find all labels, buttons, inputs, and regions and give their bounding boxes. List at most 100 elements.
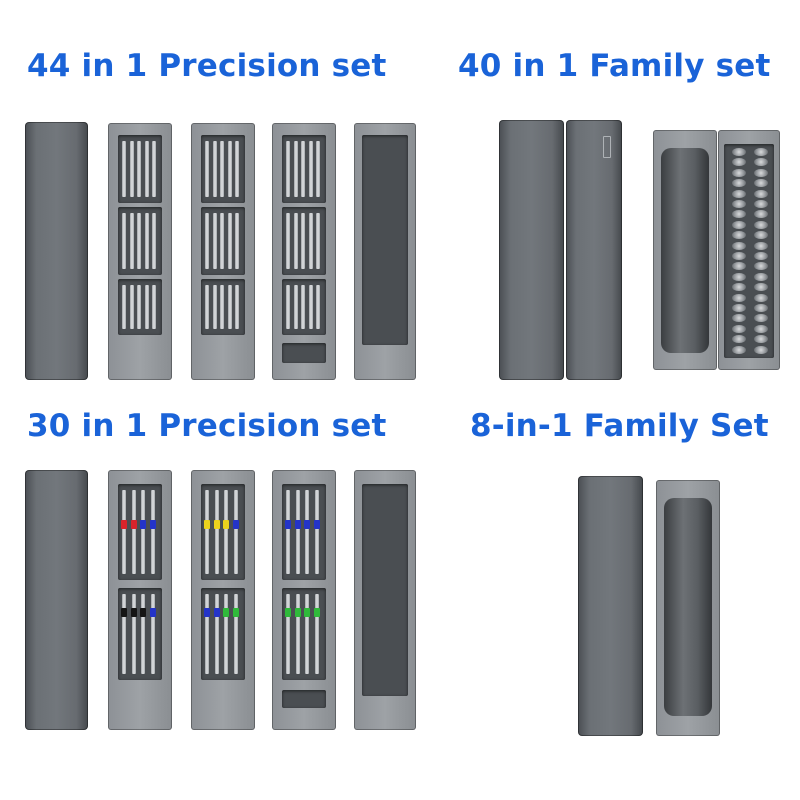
- screwdriver-bit: [205, 490, 209, 574]
- screwdriver-bit: [227, 141, 232, 197]
- screwdriver-bit: [227, 285, 232, 329]
- bit-socket: [754, 220, 768, 229]
- bit-socket: [732, 231, 746, 240]
- color-ring: [204, 520, 210, 529]
- screwdriver-bit: [122, 213, 126, 269]
- screwdriver-bit: [224, 594, 228, 674]
- screwdriver-bit: [205, 213, 209, 269]
- screwdriver-bit: [286, 213, 290, 269]
- aluminum-case-top: [566, 120, 622, 380]
- color-ring: [313, 608, 320, 617]
- bit-socket: [732, 179, 746, 188]
- screwdriver-bit: [205, 594, 209, 674]
- color-ring: [232, 520, 239, 529]
- screwdriver-bit: [129, 141, 134, 197]
- screwdriver-bit: [137, 141, 142, 197]
- bit-socket: [754, 200, 768, 208]
- bit-socket: [754, 293, 768, 302]
- screwdriver-bit: [122, 285, 126, 329]
- bit-socket: [754, 345, 768, 354]
- color-ring: [149, 608, 156, 617]
- bit-tray: [191, 123, 255, 380]
- bit-socket: [754, 210, 768, 219]
- bit-tray: [272, 470, 336, 730]
- bit-socket: [754, 272, 768, 281]
- screwdriver-bit: [212, 285, 217, 329]
- bit-socket: [732, 200, 746, 208]
- screwdriver-bit: [235, 285, 240, 329]
- screwdriver-bit: [220, 285, 225, 329]
- screwdriver-bit: [314, 490, 319, 574]
- screwdriver-handle: [661, 148, 709, 353]
- bit-socket: [732, 304, 746, 312]
- screwdriver-bit: [144, 285, 149, 329]
- screwdriver-bit: [131, 594, 136, 674]
- screwdriver-bit: [150, 490, 155, 574]
- screwdriver-bit: [301, 213, 306, 269]
- color-ring: [130, 520, 137, 529]
- bit-socket: [754, 283, 768, 292]
- color-ring: [304, 608, 310, 617]
- bit-tray: [272, 123, 336, 380]
- bit-tray: [108, 123, 172, 380]
- screwdriver-bit: [129, 213, 134, 269]
- screwdriver-bit: [141, 594, 145, 674]
- bit-socket: [732, 210, 746, 219]
- heading-8-in-1-family-set: 8-in-1 Family Set: [470, 408, 769, 444]
- screwdriver-bit: [295, 490, 300, 574]
- bit-socket: [732, 345, 746, 354]
- aluminum-case-bottom: [499, 120, 564, 380]
- bit-socket: [732, 241, 746, 250]
- color-ring: [294, 520, 301, 529]
- color-ring: [213, 520, 220, 529]
- screwdriver-bit: [316, 141, 321, 197]
- bit-socket: [754, 231, 768, 240]
- heading-44-in-1-precision-set: 44 in 1 Precision set: [27, 48, 387, 84]
- screwdriver-tray: [354, 123, 416, 380]
- screwdriver-bit: [308, 213, 313, 269]
- bit-holder: [718, 130, 780, 370]
- screwdriver-bit: [316, 285, 321, 329]
- bit-socket: [754, 324, 768, 333]
- color-ring: [313, 520, 320, 529]
- screwdriver-bit: [212, 213, 217, 269]
- screwdriver-bit: [233, 490, 238, 574]
- color-ring: [140, 520, 146, 529]
- screwdriver-bit: [150, 594, 155, 674]
- driver-tray: [653, 130, 717, 370]
- bit-socket: [754, 314, 768, 323]
- screwdriver-bit: [314, 594, 319, 674]
- bit-socket: [732, 314, 746, 323]
- screwdriver-bit: [220, 213, 225, 269]
- bit-socket: [732, 324, 746, 333]
- color-ring: [213, 608, 220, 617]
- case-label: [603, 136, 611, 158]
- screwdriver-bit: [293, 141, 298, 197]
- heading-40-in-1-family-set: 40 in 1 Family set: [458, 48, 771, 84]
- screwdriver-bit: [295, 594, 300, 674]
- screwdriver-bit: [141, 490, 145, 574]
- aluminum-case: [578, 476, 643, 736]
- bit-socket: [754, 241, 768, 250]
- bit-socket: [732, 272, 746, 281]
- color-ring: [223, 608, 229, 617]
- bit-socket: [732, 252, 746, 260]
- driver-tray: [656, 480, 720, 736]
- heading-30-in-1-precision-set: 30 in 1 Precision set: [27, 408, 387, 444]
- screwdriver-bit: [286, 285, 290, 329]
- bit-tray: [108, 470, 172, 730]
- screwdriver-bit: [144, 141, 149, 197]
- bit-socket: [732, 148, 746, 156]
- screwdriver-bit: [220, 141, 225, 197]
- screwdriver-bit: [152, 141, 157, 197]
- screwdriver-bit: [205, 285, 209, 329]
- color-ring: [223, 520, 229, 529]
- bit-socket: [754, 262, 768, 271]
- screwdriver-bit: [301, 285, 306, 329]
- color-ring: [204, 608, 210, 617]
- bit-socket: [732, 158, 746, 167]
- screwdriver-bit: [305, 594, 309, 674]
- bit-socket: [754, 304, 768, 312]
- bit-tray: [191, 470, 255, 730]
- color-ring: [149, 520, 156, 529]
